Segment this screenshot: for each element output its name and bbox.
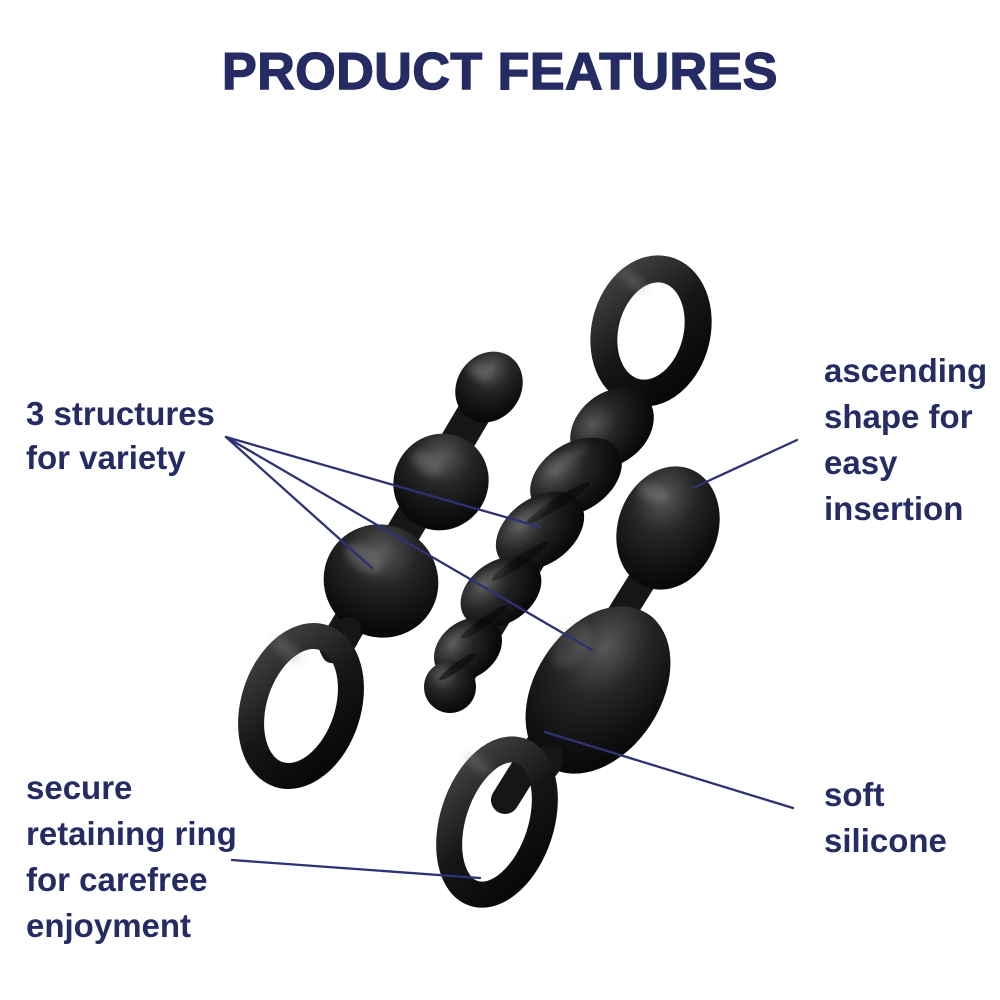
beaded-plug	[238, 351, 523, 789]
callout-text-line: enjoyment	[26, 907, 192, 944]
page-title: PRODUCT FEATURES	[221, 42, 778, 101]
leader-structures-to-teardrop-plug	[224, 435, 594, 652]
twist-crease	[439, 653, 475, 681]
callout-text-line: easy	[824, 444, 898, 481]
callout-text-line: 3 structures	[26, 395, 215, 432]
callout-text-line: ascending	[824, 352, 988, 389]
callout-text-line: shape for	[824, 398, 973, 435]
callout-structures: 3 structures for variety	[26, 392, 215, 480]
callout-secure-ring: secure retaining ring for carefree enjoy…	[26, 765, 237, 949]
top-bead	[616, 466, 720, 590]
leader-ascending-shape	[691, 438, 799, 490]
highlight	[467, 361, 491, 381]
highlight	[446, 624, 474, 644]
ring-handle	[238, 623, 364, 789]
leader-structures-to-beaded-plug	[224, 435, 374, 570]
callout-ascending-shape: ascending shape for easy insertion	[824, 348, 987, 532]
highlight	[411, 450, 443, 476]
twist-lobe	[495, 491, 585, 571]
highlight	[272, 636, 302, 664]
tip-bead	[424, 661, 476, 713]
callout-text-line: soft	[824, 776, 885, 813]
callout-text-line: insertion	[824, 490, 964, 527]
callout-text-line: for carefree	[26, 861, 208, 898]
highlight	[543, 444, 589, 476]
ring-handle	[436, 736, 558, 908]
callout-text-line: retaining ring	[26, 815, 237, 852]
leader-lines	[224, 435, 799, 880]
twist-crease	[526, 481, 590, 525]
leader-soft-silicone	[543, 730, 795, 810]
teardrop-plug	[436, 466, 720, 908]
callout-text-line: secure	[26, 769, 133, 806]
highlight	[619, 269, 647, 293]
highlight	[464, 752, 492, 776]
highlight	[475, 564, 509, 588]
callout-text-line: silicone	[824, 822, 947, 859]
twisted-plug	[424, 255, 712, 713]
leader-secure-ring	[230, 858, 482, 880]
highlight	[344, 543, 384, 573]
leader-structures-to-twisted-plug	[224, 435, 542, 529]
callout-text-line: for variety	[26, 439, 186, 476]
callout-soft-silicone: soft silicone	[824, 772, 947, 864]
twist-crease	[460, 605, 508, 639]
ring-handle	[590, 255, 712, 407]
highlight	[637, 482, 667, 502]
